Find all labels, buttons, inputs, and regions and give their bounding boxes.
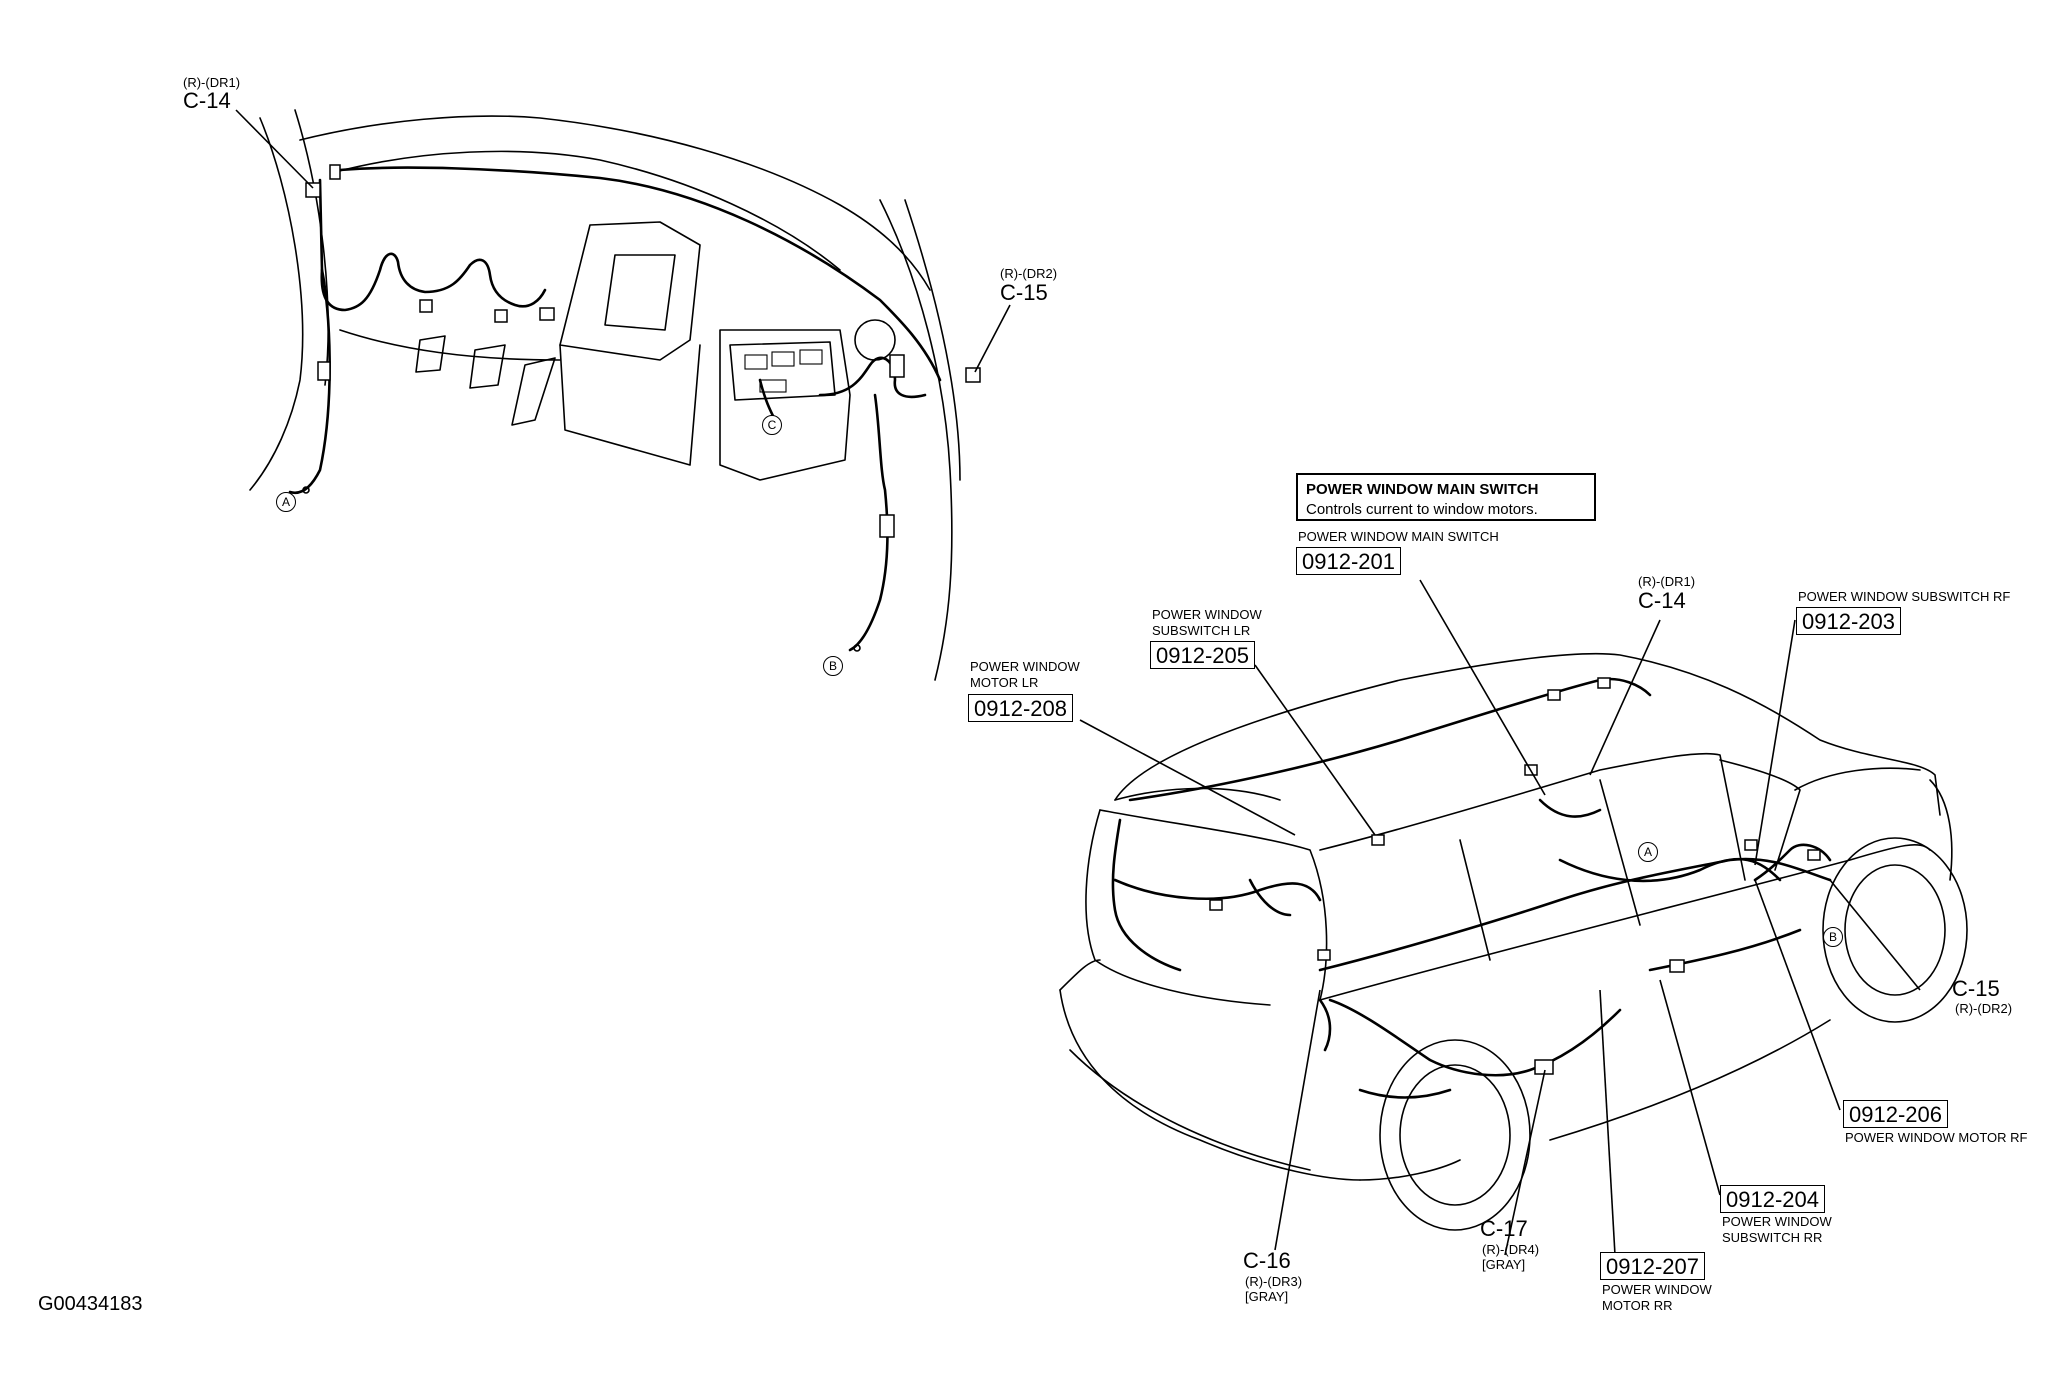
code-0912-201: 0912-201 (1296, 547, 1401, 576)
label-subswitch-rf: POWER WINDOW SUBSWITCH RF (1798, 589, 2011, 604)
info-box-text: Controls current to window motors. (1306, 501, 1538, 518)
instrument-panel-drawing (235, 109, 1011, 681)
veh-c15-label: C-15 (1952, 976, 2000, 1001)
code-0912-205: 0912-205 (1150, 641, 1255, 670)
label-subswitch-lr-1: POWER WINDOW (1152, 607, 1262, 622)
label-subswitch-rr-1: POWER WINDOW (1722, 1214, 1832, 1229)
veh-c17-sub: (R)-(DR4) (1482, 1242, 1540, 1257)
label-motor-rr-1: POWER WINDOW (1602, 1282, 1712, 1297)
marker-b-panel: B (823, 656, 843, 676)
figure-id: G00434183 (38, 1293, 143, 1315)
code-0912-204: 0912-204 (1720, 1185, 1825, 1214)
marker-b-vehicle: B (1823, 927, 1843, 947)
label-motor-lr-1: POWER WINDOW (970, 659, 1080, 674)
marker-a-vehicle: A (1638, 842, 1658, 862)
label-main-switch: POWER WINDOW MAIN SWITCH (1298, 529, 1499, 544)
code-0912-208: 0912-208 (968, 694, 1073, 723)
veh-c16-label: C-16 (1243, 1248, 1291, 1273)
label-motor-rf: POWER WINDOW MOTOR RF (1845, 1130, 2028, 1145)
veh-c16-color: [GRAY] (1245, 1289, 1289, 1304)
veh-c17-color: [GRAY] (1482, 1257, 1526, 1272)
veh-c14-sub: (R)-(DR1) (1638, 574, 1696, 589)
ip-c15-sub: (R)-(DR2) (1000, 266, 1058, 281)
ip-c14-label: C-14 (183, 88, 231, 113)
info-box: POWER WINDOW MAIN SWITCH Controls curren… (1296, 473, 1596, 521)
marker-a-panel: A (276, 492, 296, 512)
label-motor-lr-2: MOTOR LR (970, 675, 1039, 690)
label-motor-rr-2: MOTOR RR (1602, 1298, 1673, 1313)
label-subswitch-rr-2: SUBSWITCH RR (1722, 1230, 1823, 1245)
vehicle-drawing (1059, 579, 1968, 1256)
ip-c15-label: C-15 (1000, 280, 1048, 305)
code-0912-203: 0912-203 (1796, 607, 1901, 636)
veh-c16-sub: (R)-(DR3) (1245, 1274, 1303, 1289)
code-0912-206: 0912-206 (1843, 1100, 1948, 1129)
label-subswitch-lr-2: SUBSWITCH LR (1152, 623, 1251, 638)
code-0912-207: 0912-207 (1600, 1252, 1705, 1281)
veh-c15-sub: (R)-(DR2) (1955, 1001, 2013, 1016)
veh-c14-label: C-14 (1638, 588, 1686, 613)
marker-c-panel: C (762, 415, 782, 435)
info-box-title: POWER WINDOW MAIN SWITCH (1306, 481, 1539, 498)
ip-c14-sub: (R)-(DR1) (183, 75, 241, 90)
veh-c17-label: C-17 (1480, 1216, 1528, 1241)
